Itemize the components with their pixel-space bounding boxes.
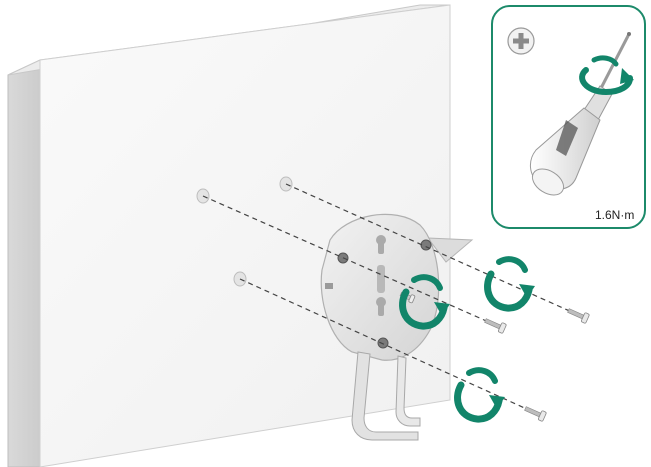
clockwise-arrow-icon [399, 274, 450, 330]
bracket-tab [426, 237, 474, 263]
screw-icon [567, 308, 590, 324]
wall-face [39, 4, 451, 467]
bracket-small-mark [325, 283, 333, 289]
keyhole [378, 240, 384, 254]
clockwise-arrow-icon [454, 367, 505, 423]
bracket-keyholes [376, 235, 386, 316]
screw-path [202, 195, 501, 328]
screw-icon [524, 406, 547, 422]
torque-label: 1.6N·m [595, 208, 635, 222]
bracket-hole [377, 337, 389, 349]
screw-paths [202, 183, 584, 416]
screw-path [285, 183, 584, 318]
phillips-screw-head-icon [507, 27, 535, 55]
bracket-hook [395, 355, 421, 427]
screwdriver-inset [491, 5, 646, 229]
bracket-center-slot [377, 265, 385, 293]
rotation-arrows [399, 256, 535, 423]
bracket-hook [351, 351, 419, 441]
inset-frame [491, 5, 646, 229]
wall-side [7, 59, 41, 467]
clockwise-arrow-icon [484, 256, 535, 312]
screw-path [239, 278, 541, 416]
wall [7, 4, 451, 467]
keyhole [378, 302, 384, 316]
clockwise-arrow-icon [579, 55, 634, 96]
screw-icon [484, 318, 507, 334]
